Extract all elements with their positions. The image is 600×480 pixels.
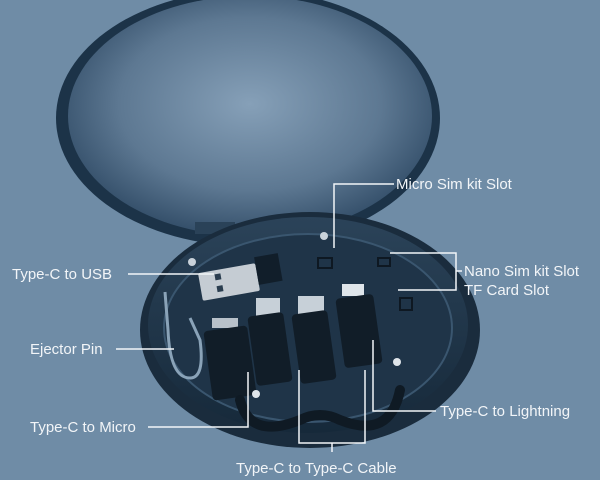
lid	[56, 0, 440, 246]
label-tf-card-slot: TF Card Slot	[464, 282, 550, 299]
tf-card-slot	[399, 297, 413, 311]
micro-sim-slot	[317, 257, 333, 269]
adapter-type-c-1	[247, 298, 293, 386]
nano-sim-slot	[377, 257, 391, 267]
usb-adapter	[198, 253, 283, 301]
label-type-c-to-lightning: Type-C to Lightning	[440, 403, 571, 420]
ejector-pin	[163, 291, 203, 380]
screw-icon	[188, 258, 196, 266]
label-type-c-to-usb: Type-C to USB	[12, 266, 113, 283]
screw-icon	[393, 358, 401, 366]
screw-icon	[252, 390, 260, 398]
adapter-lightning	[335, 284, 383, 368]
label-type-c-to-type-c-cable: Type-C to Type-C Cable	[236, 460, 397, 477]
leader-lines	[116, 183, 462, 452]
label-type-c-to-micro: Type-C to Micro	[30, 419, 136, 436]
label-nano-sim-slot: Nano Sim kit Slot	[464, 263, 580, 280]
adapter-type-c-2	[291, 296, 337, 384]
cable-loop	[235, 385, 405, 432]
adapter-micro	[203, 318, 257, 401]
label-ejector-pin: Ejector Pin	[30, 341, 103, 358]
label-micro-sim-slot: Micro Sim kit Slot	[396, 176, 512, 193]
screw-icon	[320, 232, 328, 240]
